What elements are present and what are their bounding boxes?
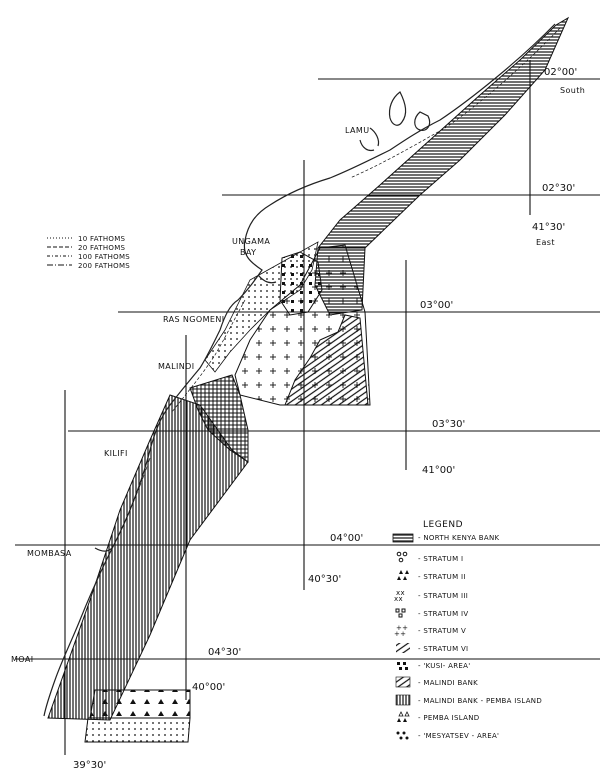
legend-title: LEGEND [423, 520, 463, 530]
fathom-label-200: 200 FATHOMS [78, 262, 130, 270]
plus-signs-icon: ++ [396, 624, 408, 632]
depth-legend: 10 FATHOMS 20 FATHOMS 100 FATHOMS 200 FA… [47, 235, 130, 270]
legend-item-kusi-area: - 'KUSI- AREA' [397, 662, 470, 670]
legend-item-stratum-2: - STRATUM II [397, 570, 466, 581]
legend-item-malindi-pemba: - MALINDI BANK - PEMBA ISLAND [395, 694, 542, 706]
dense-squares-icon [397, 662, 408, 670]
place-ungama-1: UNGAMA [232, 237, 270, 246]
legend-label: - MALINDI BANK - PEMBA ISLAND [418, 697, 542, 705]
legend-item-pemba-island: - PEMBA ISLAND [397, 711, 479, 722]
legend-label: - STRATUM III [418, 592, 468, 600]
east-label: East [536, 238, 555, 247]
legend-label: - STRATUM VI [418, 645, 468, 653]
legend-item-north-kenya-bank: - NORTH KENYA BANK [392, 533, 500, 543]
depth-contours [121, 27, 561, 529]
legend-item-stratum-5: ++ ++ - STRATUM V [394, 624, 466, 638]
south-label: South [560, 86, 585, 95]
plus-signs-icon-2: ++ [394, 630, 406, 638]
malindi-pemba-zone [47, 394, 249, 721]
legend-label: - 'MESYATSEV - AREA' [418, 732, 499, 740]
lon-39-30: 39°30' [73, 760, 106, 771]
legend-item-mesyatsev-area: - 'MESYATSEV - AREA' [396, 731, 499, 740]
circles-icon [396, 551, 408, 563]
diagonal-hatch-icon [396, 643, 410, 653]
triangle-group-icon [397, 711, 410, 722]
place-labels: LAMU UNGAMA BAY RAS NGOMENI MALINDI KILI… [11, 126, 369, 664]
lat-03-00: 03°00' [420, 300, 453, 311]
pemba-triangles-zone [89, 689, 191, 719]
stratum-diagonal-zone [284, 314, 369, 406]
legend-item-stratum-1: - STRATUM I [396, 551, 463, 563]
legend-label: - STRATUM IV [418, 610, 468, 618]
place-ungama-2: BAY [240, 248, 256, 257]
survey-zones [47, 16, 570, 743]
legend-item-malindi-bank: - MALINDI BANK [395, 676, 478, 688]
legend-item-stratum-3: xx xx - STRATUM III [394, 589, 468, 603]
lon-40-00: 40°00' [192, 682, 225, 693]
legend-item-stratum-6: - STRATUM VI [396, 643, 468, 653]
lon-40-30: 40°30' [308, 574, 341, 585]
legend-label: - STRATUM I [418, 555, 463, 563]
lat-02-00: 02°00' [544, 67, 577, 78]
mesyatsev-dots-zone [84, 717, 191, 743]
crosses-x-icon: xx [396, 589, 405, 597]
hatch-swatch-icon [392, 533, 414, 543]
fathom-label-20: 20 FATHOMS [78, 244, 126, 252]
coordinate-labels: 02°00' South 02°30' 41°30' East 03°00' 0… [73, 67, 585, 771]
lat-04-00: 04°00' [330, 533, 363, 544]
lat-04-30: 04°30' [208, 647, 241, 658]
place-ras-ngomeni: RAS NGOMENI [163, 315, 225, 324]
legend-label: - MALINDI BANK [418, 679, 478, 687]
fathom-label-10: 10 FATHOMS [78, 235, 126, 243]
crosshatch-icon [395, 676, 411, 688]
coastline [43, 23, 556, 717]
legend-label: - STRATUM V [418, 627, 466, 635]
legend-label: - 'KUSI- AREA' [418, 662, 470, 670]
place-malindi: MALINDI [158, 362, 195, 371]
legend-label: - PEMBA ISLAND [418, 714, 479, 722]
crosses-x-icon-2: xx [394, 595, 403, 603]
place-moa: MOAI [11, 655, 34, 664]
main-legend: LEGEND - NORTH KENYA BANK - STRATUM I - … [392, 520, 542, 740]
place-mombasa: MOMBASA [27, 549, 72, 558]
place-lamu: LAMU [345, 126, 369, 135]
legend-item-stratum-4: - STRATUM IV [395, 608, 468, 618]
lat-03-30: 03°30' [432, 419, 465, 430]
squares-icon [395, 608, 406, 618]
triangles-icon [397, 570, 409, 580]
vertical-hatch-icon [395, 694, 411, 706]
legend-label: - NORTH KENYA BANK [418, 534, 500, 542]
fathom-label-100: 100 FATHOMS [78, 253, 130, 261]
lat-02-30: 02°30' [542, 183, 575, 194]
dots-icon [396, 731, 409, 740]
legend-label: - STRATUM II [418, 573, 466, 581]
lon-41-30: 41°30' [532, 222, 565, 233]
stratum-squares-zone [279, 251, 323, 316]
lon-41-00: 41°00' [422, 465, 455, 476]
place-kilifi: KILIFI [104, 449, 128, 458]
